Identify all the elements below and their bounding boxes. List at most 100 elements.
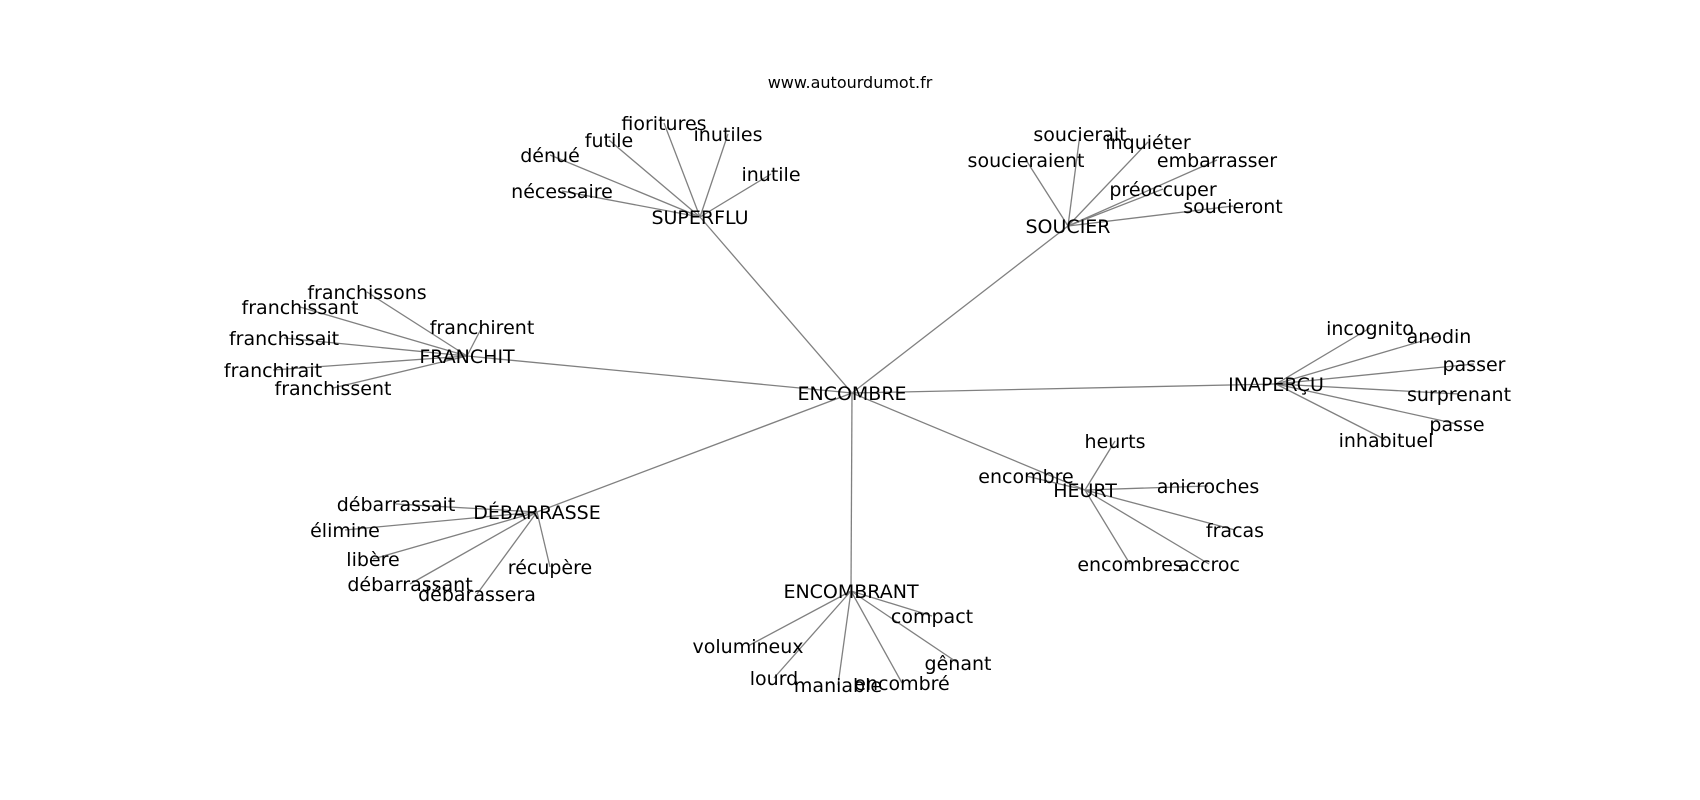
word-node-label: débarrassait [337, 494, 456, 516]
edge-hub-to-word [395, 503, 538, 513]
word-node-label: préoccuper [1109, 179, 1216, 201]
edge-hub-to-word [1084, 489, 1236, 531]
edge-hub-to-word [1084, 489, 1210, 565]
word-node-label: fioritures [621, 113, 706, 135]
word-node-label: anicroches [1157, 476, 1260, 498]
edge-hub-to-word [476, 511, 538, 595]
word-node-label: dénué [520, 145, 580, 167]
word-node-label: lourd [750, 668, 798, 690]
edge-hub-to-word [344, 511, 538, 531]
edge-root-to-hub [699, 216, 853, 394]
graph-labels: ENCOMBRE SUPERFLU nécessaire dénuéfutilefio… [224, 113, 1511, 697]
word-node-label: libère [346, 549, 399, 571]
word-node-label: franchissons [307, 282, 426, 304]
word-node-label: soucierait [1033, 124, 1126, 146]
word-node-label: encombre [978, 466, 1073, 488]
edge-hub-to-word [1067, 205, 1234, 227]
edge-hub-to-word [549, 154, 701, 218]
word-node-label: franchissant [242, 297, 359, 319]
edge-hub-to-word [1275, 383, 1460, 395]
edge-hub-to-word [699, 173, 772, 218]
word-node-label: futile [585, 130, 633, 152]
edge-root-to-hub [851, 392, 1086, 491]
word-node-label: franchirait [224, 360, 322, 382]
edge-hub-to-word [272, 355, 468, 371]
edge-hub-to-word [1067, 133, 1081, 227]
edge-root-to-hub [851, 383, 1277, 394]
edge-hub-to-word [283, 337, 468, 357]
edge-hub-to-word [1084, 489, 1131, 565]
word-node-label: heurts [1085, 431, 1146, 453]
graph-edges [272, 122, 1475, 686]
word-node-label: élimine [310, 520, 380, 542]
edge-hub-to-word [1084, 440, 1116, 491]
edge-hub-to-word [663, 122, 701, 218]
word-node-label: surprenant [1407, 384, 1511, 406]
edge-hub-to-word [409, 511, 538, 585]
edge-root-to-hub [850, 392, 853, 592]
word-node-label: inutile [741, 164, 800, 186]
source-watermark: www.autourdumot.fr [768, 73, 933, 92]
word-node-label: encombres [1077, 554, 1182, 576]
edge-hub-to-word [332, 355, 468, 389]
word-node-label: accroc [1178, 554, 1240, 576]
edge-hub-to-word [1275, 383, 1387, 441]
hub-node-label: SUPERFLU [651, 207, 748, 229]
edge-root-to-hub [536, 392, 853, 513]
word-node-label: soucieront [1183, 196, 1283, 218]
word-node-label: inquiéter [1105, 132, 1191, 154]
word-node-label: franchissait [229, 328, 339, 350]
word-node-label: inutiles [694, 124, 763, 146]
edge-hub-to-word [1275, 363, 1475, 385]
word-node-label: compact [891, 606, 973, 628]
hub-node-label: DÉBARRASSE [473, 501, 600, 524]
edge-hub-to-word [699, 133, 729, 218]
word-node-label: franchirent [430, 317, 535, 339]
edge-root-to-hub [466, 355, 853, 394]
edge-hub-to-word [1025, 159, 1069, 227]
edge-hub-to-word [850, 590, 959, 664]
edge-hub-to-word [466, 326, 483, 357]
edge-hub-to-word [1275, 335, 1440, 385]
word-node-label: encombré [854, 673, 949, 695]
edge-hub-to-word [1067, 141, 1149, 227]
edge-hub-to-word [850, 590, 903, 684]
word-node-label: franchissent [275, 378, 392, 400]
word-node-label: récupère [508, 557, 592, 579]
hub-node-label: HEURT [1053, 480, 1117, 502]
word-node-label: volumineux [693, 636, 804, 658]
word-node-label: soucieraient [968, 150, 1085, 172]
edge-hub-to-word [1084, 485, 1209, 491]
edge-hub-to-word [773, 590, 852, 679]
hub-node-label: FRANCHIT [419, 346, 515, 368]
word-node-label: incognito [1326, 318, 1414, 340]
word-node-label: anodin [1407, 326, 1472, 348]
edge-hub-to-word [1275, 383, 1458, 425]
word-node-label: passer [1442, 354, 1505, 376]
root-node-label: ENCOMBRE [797, 383, 906, 405]
edge-hub-to-word [850, 590, 933, 617]
word-node-label: débarassera [418, 584, 536, 606]
word-node-label: gênant [925, 653, 992, 675]
hub-node-label: ENCOMBRANT [783, 581, 919, 603]
word-node-label: débarrassant [347, 574, 472, 596]
edge-hub-to-word [1025, 475, 1086, 491]
word-node-label: passe [1429, 414, 1484, 436]
edge-root-to-hub [851, 225, 1069, 394]
edge-hub-to-word [536, 511, 551, 568]
word-node-label: maniable [794, 675, 882, 697]
word-node-label: nécessaire [511, 181, 613, 203]
word-node-label: inhabituel [1339, 430, 1434, 452]
edge-hub-to-word [1067, 188, 1164, 227]
word-node-label: embarrasser [1157, 150, 1277, 172]
edge-hub-to-word [366, 291, 468, 357]
hub-node-label: SOUCIER [1026, 216, 1111, 238]
edge-hub-to-word [747, 590, 852, 647]
word-node-label: fracas [1206, 520, 1264, 542]
edge-hub-to-word [1067, 159, 1218, 227]
edge-hub-to-word [299, 306, 468, 357]
edge-hub-to-word [837, 590, 852, 686]
hub-node-label: INAPERÇU [1228, 374, 1324, 396]
edge-hub-to-word [372, 511, 538, 560]
